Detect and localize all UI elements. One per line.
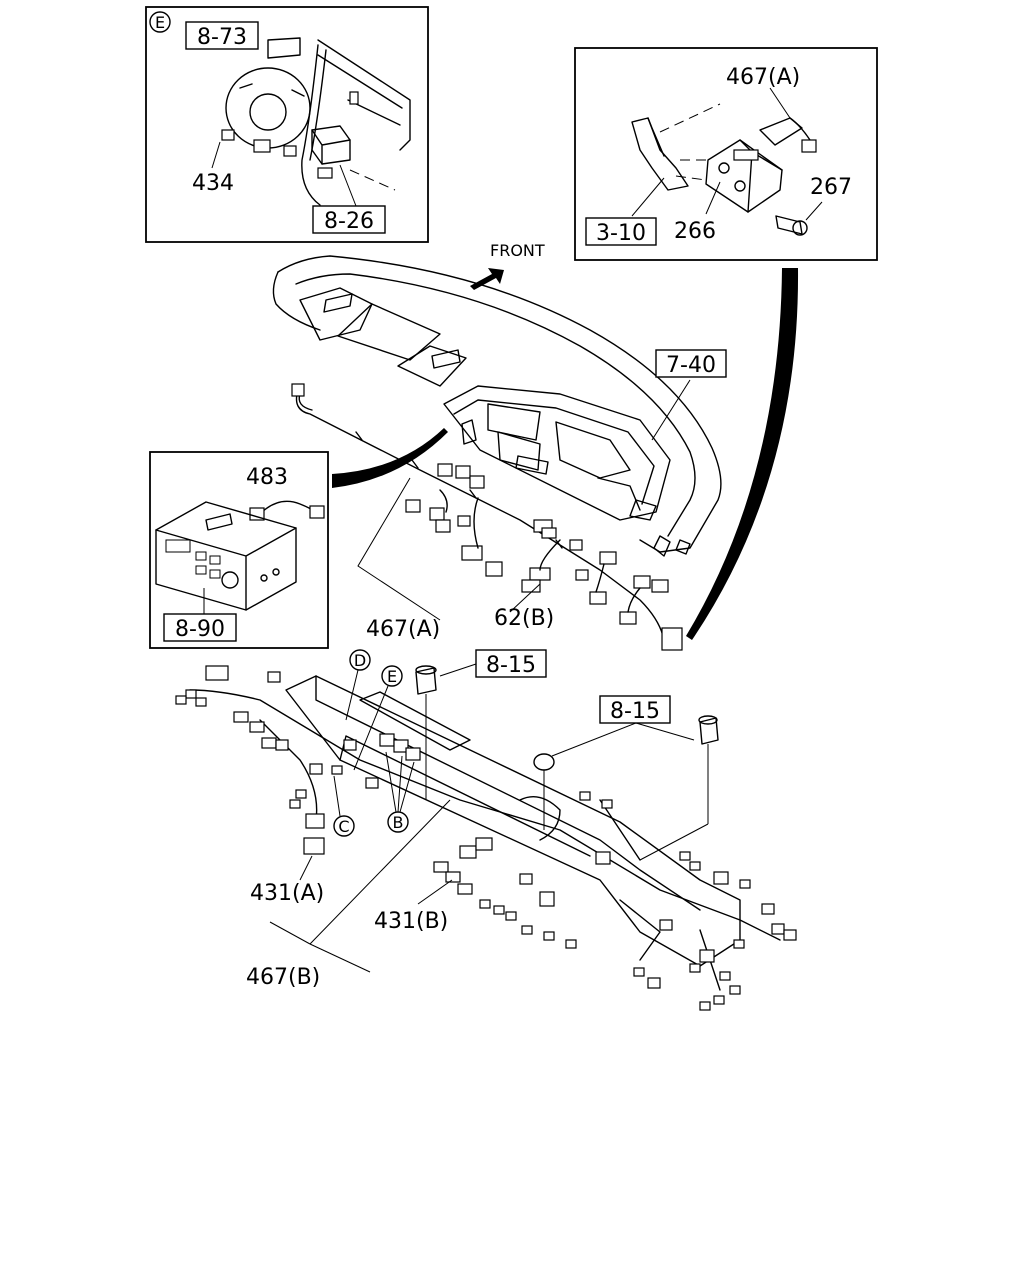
part-267[interactable]: 267 <box>810 175 852 200</box>
part-434[interactable]: 434 <box>192 171 234 196</box>
front-label: FRONT <box>490 241 545 260</box>
detail-e-marker: E <box>155 13 165 32</box>
ref-box-7-40[interactable]: 7-40 <box>666 353 716 378</box>
callout-curve-bracket <box>686 268 799 640</box>
marker-c: C <box>338 817 349 836</box>
detail-bracket-panel: 467(A) 267 266 3-10 <box>574 47 878 261</box>
ref-box-3-10[interactable]: 3-10 <box>596 221 646 246</box>
marker-d: D <box>354 651 366 670</box>
marker-e: E <box>387 667 397 686</box>
ref-box-8-15-top[interactable]: 8-15 <box>486 653 536 678</box>
part-467b[interactable]: 467(B) <box>246 965 320 990</box>
detail-e-panel: E 8-73 434 8-26 <box>145 6 429 243</box>
marker-b: B <box>393 813 404 832</box>
part-62b[interactable]: 62(B) <box>494 606 554 631</box>
ref-box-8-15-right[interactable]: 8-15 <box>610 699 660 724</box>
part-467a-bracket[interactable]: 467(A) <box>726 65 800 90</box>
part-467a-harness[interactable]: 467(A) <box>366 617 440 642</box>
detail-radio-panel: 483 8-90 <box>149 451 329 649</box>
callout-curve-radio <box>332 428 448 488</box>
upper-harness-467a: 467(A) 62(B) <box>291 383 683 651</box>
front-indicator: FRONT <box>470 241 545 290</box>
part-431b[interactable]: 431(B) <box>374 909 448 934</box>
ref-box-8-90[interactable]: 8-90 <box>175 617 225 642</box>
cross-beam-harness: 8-15 8-15 D E C B 431(A) 431(B) <box>175 649 797 1011</box>
part-431a[interactable]: 431(A) <box>250 881 324 906</box>
ref-box-8-73[interactable]: 8-73 <box>197 25 247 50</box>
instrument-panel: 7-40 <box>272 255 727 557</box>
part-266[interactable]: 266 <box>674 219 716 244</box>
ref-box-8-26[interactable]: 8-26 <box>324 209 374 234</box>
part-483[interactable]: 483 <box>246 465 288 490</box>
